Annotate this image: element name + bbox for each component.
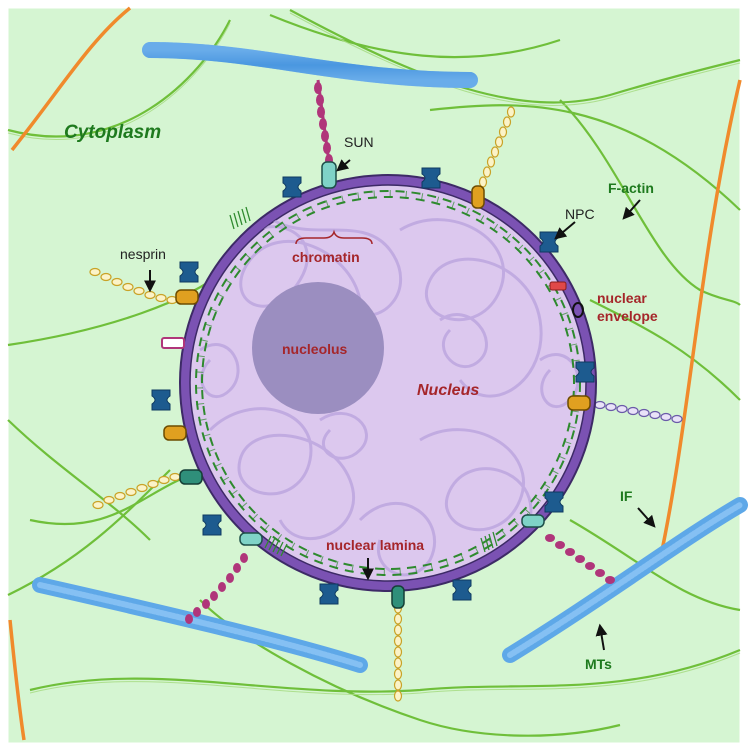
arrow-icon: [622, 199, 641, 220]
nucleolus-label: nucleolus: [282, 341, 348, 357]
npc-label: NPC: [565, 206, 595, 222]
chromatin-fibers: [199, 208, 580, 577]
nesprin-tethers: [89, 79, 683, 702]
nucleus: [179, 174, 597, 592]
nuclear-envelope-label-line1: nuclear: [597, 290, 647, 306]
envelope-proteins: [161, 161, 591, 609]
if-label: IF: [620, 488, 633, 504]
nuclear-lamina: [195, 190, 581, 576]
arrow-icon: [595, 623, 608, 651]
chromatin-label: chromatin: [292, 249, 360, 265]
arrow-icon: [554, 221, 576, 240]
intermediate-filaments: [8, 6, 742, 741]
nucleolus: [252, 282, 384, 414]
sun-label: SUN: [344, 134, 374, 150]
chromatin-bracket: [295, 229, 373, 245]
microtubules: [32, 42, 748, 673]
nesprin-label: nesprin: [120, 246, 166, 262]
f-actin-filaments: [7, 9, 741, 737]
mts-label: MTs: [585, 656, 612, 672]
nuclear-lamina-label: nuclear lamina: [326, 537, 425, 553]
nucleus-label: Nucleus: [417, 382, 480, 399]
annotation-arrows: [144, 159, 656, 651]
arrow-icon: [637, 507, 656, 528]
cytoplasm-label: Cytoplasm: [64, 122, 162, 143]
f-actin-label: F-actin: [608, 180, 654, 196]
nuclear-envelope-label-line2: envelope: [597, 308, 658, 324]
arrow-icon: [336, 159, 351, 172]
